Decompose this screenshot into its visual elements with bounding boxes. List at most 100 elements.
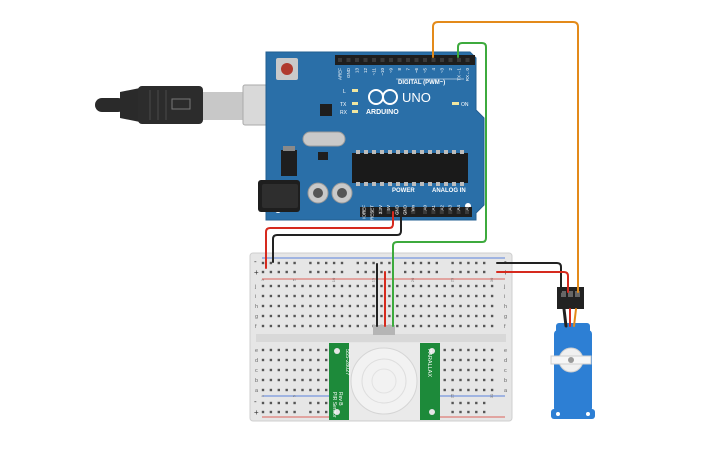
header-pin[interactable] (397, 58, 402, 62)
servo-tab (551, 409, 595, 419)
voltage-regulator (281, 150, 297, 176)
header-pin[interactable] (386, 210, 391, 214)
pir-sensor[interactable]: 555-28027 PARALLAX PIR Sensor Rev B (329, 325, 440, 420)
row-letter: d (504, 358, 507, 364)
reset-button-cap[interactable] (281, 63, 293, 75)
servo-top-tab (556, 323, 590, 333)
header-pin[interactable] (431, 210, 436, 214)
wire-signal-green (392, 42, 487, 327)
pir-mount-hole (334, 348, 340, 354)
header-pin[interactable] (363, 58, 368, 62)
header-pin[interactable] (423, 210, 427, 214)
row-letter: g (504, 314, 507, 320)
column-number: 10 (331, 277, 336, 282)
chip-pins (356, 150, 464, 186)
header-pin-label: ~5 (423, 68, 428, 74)
header-pin-label: A1 (431, 205, 436, 211)
pir-dome (350, 347, 418, 415)
header-pin[interactable] (448, 210, 453, 214)
row-letter: a (504, 388, 508, 394)
arduino-brand-label: ARDUINO (366, 109, 399, 116)
row-letter: d (255, 358, 258, 364)
rail-minus-label: - (504, 257, 507, 266)
column-number: 25 (450, 277, 455, 282)
led-l (352, 89, 358, 92)
column-number: 30 (489, 277, 494, 282)
row-letter: i (504, 294, 505, 300)
header-pin[interactable] (440, 58, 444, 62)
header-pin-label: ~9 (389, 68, 394, 74)
header-pin[interactable] (378, 210, 383, 214)
row-letter: i (255, 294, 256, 300)
row-letter: e (255, 348, 258, 354)
usb-chip (320, 104, 332, 116)
row-letter: j (503, 284, 505, 290)
header-pin-label: A4 (456, 205, 461, 211)
header-pin-label: 13 (355, 68, 360, 74)
header-pin-label: GND (403, 204, 408, 215)
header-pin-label: 4 (431, 68, 436, 71)
header-pin[interactable] (406, 58, 410, 62)
header-pin[interactable] (414, 58, 419, 62)
led-rx-label: RX (340, 110, 348, 116)
header-pin[interactable] (380, 58, 385, 62)
header-pin-label: IOREF (362, 205, 367, 219)
led-l-label: L (343, 89, 346, 95)
header-pin[interactable] (372, 58, 376, 62)
header-pin-label: A0 (423, 205, 428, 211)
header-pin[interactable] (370, 210, 375, 214)
header-pin[interactable] (403, 210, 407, 214)
header-pin[interactable] (355, 58, 359, 62)
arduino-model-label: UNO (402, 90, 431, 105)
header-pin[interactable] (389, 58, 393, 62)
usb-plug-grip (138, 86, 203, 124)
header-pin[interactable] (362, 210, 366, 214)
header-pin-label: RESET (370, 205, 375, 220)
crystal-oscillator (302, 131, 346, 147)
row-letter: e (504, 348, 507, 354)
wire-gnd-black (272, 211, 402, 263)
row-letter: b (504, 378, 507, 384)
column-number: 15 (371, 277, 376, 282)
row-letter: h (504, 304, 507, 310)
header-pin[interactable] (423, 58, 427, 62)
row-letter: h (255, 304, 258, 310)
header-pin-label: 5V (386, 205, 391, 211)
header-pin[interactable] (346, 58, 351, 62)
header-pin-label: Vin (411, 205, 416, 212)
pir-mount-hole (429, 409, 435, 415)
header-pin[interactable] (394, 210, 399, 214)
led-on (452, 102, 459, 105)
header-pin-label: GND (346, 67, 351, 78)
header-pin[interactable] (448, 58, 453, 62)
header-pin-label: TX→1 (457, 68, 462, 81)
digital-header-label: DIGITAL (PWM~) (398, 80, 445, 86)
column-number: 1 (260, 278, 265, 281)
breadboard-holes (261, 261, 494, 414)
pir-bottom-label-1: PIR Sensor (331, 392, 337, 418)
wires (265, 21, 579, 328)
servo-motor[interactable] (550, 287, 595, 419)
header-pin[interactable] (439, 210, 444, 214)
header-pin[interactable] (431, 58, 436, 62)
wire-servo-orange (432, 21, 579, 293)
header-pin[interactable] (456, 210, 461, 214)
analog-header-label: ANALOG IN (432, 188, 466, 194)
header-pin-label: A3 (448, 205, 453, 211)
row-letter: j (254, 284, 256, 290)
header-pin[interactable] (457, 58, 461, 62)
header-pin[interactable] (465, 210, 469, 214)
servo-cable (573, 308, 577, 327)
column-number: 30 (489, 393, 494, 398)
header-pin[interactable] (411, 210, 416, 214)
header-pin[interactable] (465, 58, 470, 62)
pir-left-label: 555-28027 (344, 349, 350, 375)
usb-grip-lines (149, 90, 167, 120)
header-pin[interactable] (338, 58, 342, 62)
header-pin-label: ~6 (414, 68, 419, 74)
rail-plus-label: + (254, 268, 259, 277)
